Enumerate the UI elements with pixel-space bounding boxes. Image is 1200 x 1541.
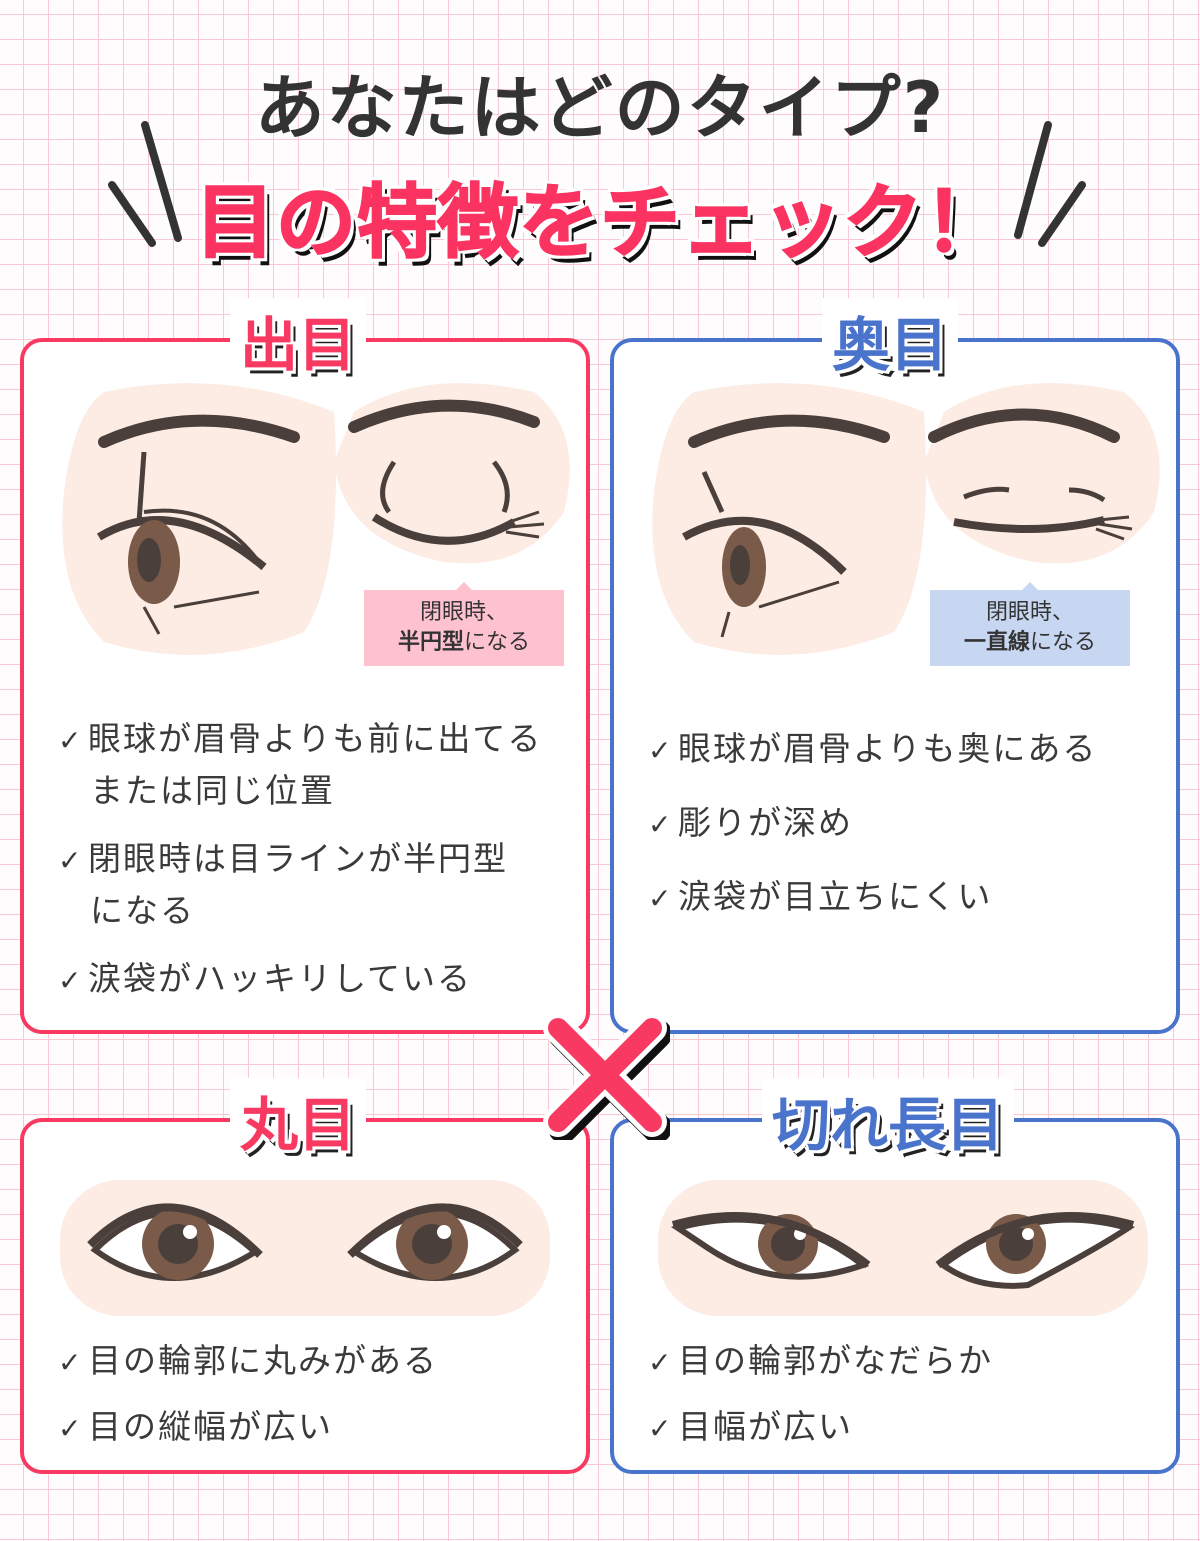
cross-icon bbox=[543, 1013, 670, 1140]
checklist: ✓眼球が眉骨よりも奥にある ✓彫りが深め ✓涙袋が目立ちにくい bbox=[648, 724, 1097, 924]
checklist: ✓目の輪郭がなだらか ✓目幅が広い bbox=[648, 1336, 993, 1454]
card-almond-eyes: ✓目の輪郭がなだらか ✓目幅が広い bbox=[610, 1118, 1180, 1474]
check-icon: ✓ bbox=[58, 1412, 84, 1445]
checklist: ✓目の輪郭に丸みがある ✓目の縦幅が広い bbox=[58, 1336, 438, 1454]
check-item: 目の縦幅が広い bbox=[88, 1407, 333, 1446]
check-icon: ✓ bbox=[648, 734, 674, 767]
title-main: 目の特徴をチェック！ bbox=[194, 175, 1005, 270]
protruding-eye-illustration bbox=[62, 383, 570, 655]
card-protruding-eyes: 閉眼時、 半円型になる ✓眼球が眉骨よりも前に出てる または同じ位置 ✓閉眼時は… bbox=[20, 338, 590, 1034]
check-item: 目の輪郭に丸みがある bbox=[88, 1341, 438, 1380]
check-icon: ✓ bbox=[648, 1412, 674, 1445]
check-icon: ✓ bbox=[58, 724, 84, 757]
deep-set-eye-illustration bbox=[652, 383, 1160, 655]
check-icon: ✓ bbox=[648, 882, 674, 915]
note-rest: になる bbox=[1030, 630, 1097, 655]
note-bold: 一直線 bbox=[963, 630, 1030, 655]
emphasis-lines-right bbox=[1014, 121, 1086, 247]
check-item: 目幅が広い bbox=[678, 1407, 853, 1446]
note-bold: 半円型 bbox=[397, 630, 464, 655]
check-item: 目の輪郭がなだらか bbox=[678, 1341, 993, 1380]
label-deep-set: 奥目 bbox=[822, 298, 959, 382]
check-item: 眼球が眉骨よりも前に出てる bbox=[88, 719, 543, 758]
note-rest: になる bbox=[464, 630, 531, 655]
card-deep-set-eyes: 閉眼時、 一直線になる ✓眼球が眉骨よりも奥にある ✓彫りが深め ✓涙袋が目立ち… bbox=[610, 338, 1180, 1034]
check-item-cont: になる bbox=[90, 891, 195, 930]
round-eye-illustration bbox=[60, 1180, 550, 1316]
emphasis-lines-left bbox=[108, 121, 182, 247]
check-item-cont: または同じ位置 bbox=[90, 771, 335, 810]
closed-eye-note: 閉眼時、 半円型になる bbox=[364, 582, 564, 666]
almond-eye-illustration bbox=[658, 1180, 1148, 1316]
check-item: 彫りが深め bbox=[678, 803, 853, 842]
label-almond: 切れ長目 bbox=[762, 1078, 1015, 1162]
check-icon: ✓ bbox=[58, 964, 84, 997]
check-item: 涙袋が目立ちにくい bbox=[678, 877, 993, 916]
label-protruding: 出目 bbox=[230, 298, 367, 382]
label-round: 丸目 bbox=[230, 1078, 367, 1162]
note-line1: 閉眼時、 bbox=[985, 600, 1074, 625]
check-item: 涙袋がハッキリしている bbox=[88, 959, 473, 998]
card-round-eyes: ✓目の輪郭に丸みがある ✓目の縦幅が広い bbox=[20, 1118, 590, 1474]
check-icon: ✓ bbox=[648, 808, 674, 841]
check-icon: ✓ bbox=[58, 844, 84, 877]
check-icon: ✓ bbox=[58, 1346, 84, 1379]
check-item: 閉眼時は目ラインが半円型 bbox=[88, 839, 508, 878]
title-question: あなたはどのタイプ? bbox=[254, 67, 946, 149]
note-line1: 閉眼時、 bbox=[419, 600, 508, 625]
check-icon: ✓ bbox=[648, 1346, 674, 1379]
checklist: ✓眼球が眉骨よりも前に出てる または同じ位置 ✓閉眼時は目ラインが半円型 になる… bbox=[58, 714, 542, 1006]
check-item: 眼球が眉骨よりも奥にある bbox=[678, 729, 1098, 768]
closed-eye-note: 閉眼時、 一直線になる bbox=[930, 582, 1130, 666]
